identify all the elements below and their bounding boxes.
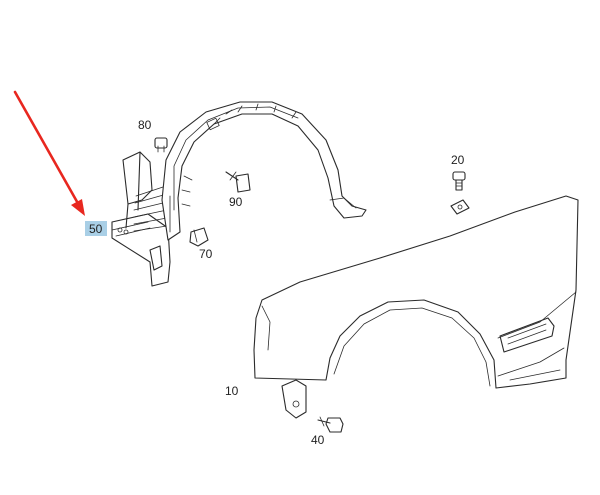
part-90-screw[interactable]	[225, 171, 251, 193]
callout-70[interactable]: 70	[199, 247, 213, 261]
callout-40[interactable]: 40	[311, 433, 325, 447]
wheel-arch-liner[interactable]	[161, 101, 367, 241]
part-10-fender[interactable]	[253, 195, 579, 419]
callout-10[interactable]: 10	[225, 384, 239, 398]
part-40-screw[interactable]	[317, 416, 344, 433]
callout-50[interactable]: 50	[89, 222, 103, 236]
part-70-clip[interactable]	[189, 227, 209, 247]
red-arrow-icon	[13, 90, 85, 216]
part-20-bolt-nut[interactable]	[450, 171, 470, 215]
callout-20[interactable]: 20	[451, 153, 465, 167]
callout-90[interactable]: 90	[229, 195, 243, 209]
callout-50-highlight	[85, 221, 107, 236]
callout-80[interactable]: 80	[138, 118, 152, 132]
part-80-clip[interactable]	[154, 137, 168, 153]
part-50-bracket[interactable]	[111, 151, 171, 287]
